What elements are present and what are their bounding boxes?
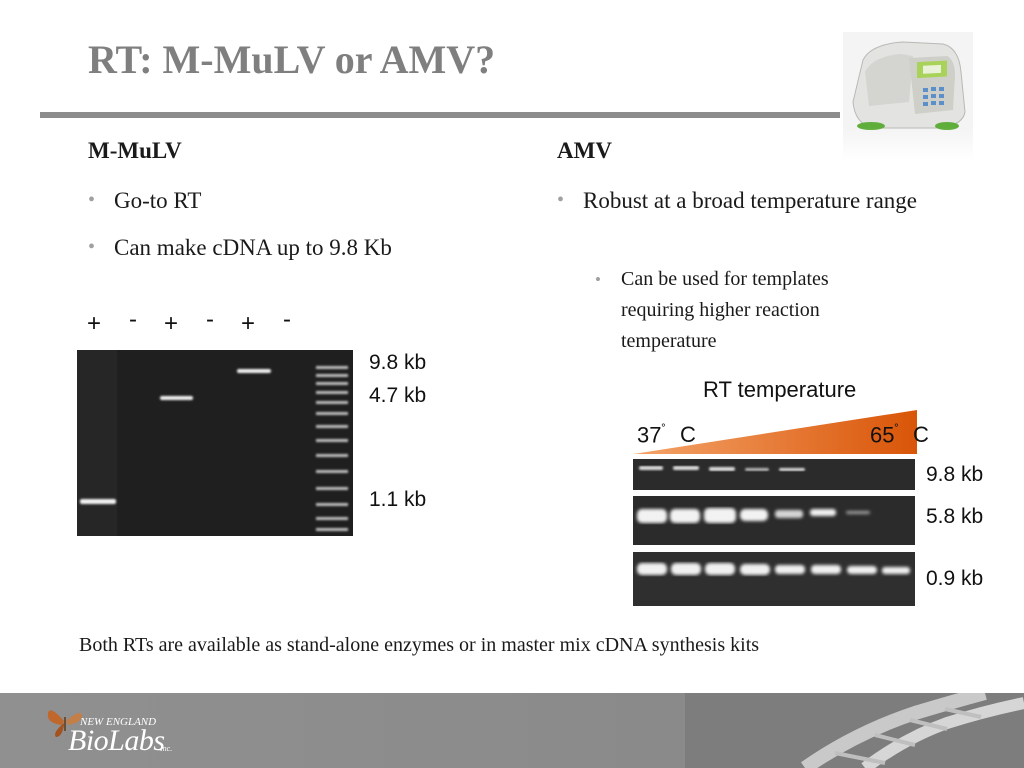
lane-sign: -	[206, 306, 214, 333]
mmulv-bullet: Can make cDNA up to 9.8 Kb	[88, 231, 508, 264]
lane-sign: +	[87, 310, 102, 337]
band-label: 9.8 kb	[926, 463, 984, 486]
mmulv-gel-image	[77, 350, 353, 536]
lane-sign: -	[283, 306, 291, 333]
amv-sub-bullet-list: Can be used for templates requiring high…	[595, 264, 885, 371]
mmulv-bullet: Go-to RT	[88, 184, 508, 217]
temp-low-label: 37˚ C	[637, 422, 696, 448]
title-underline	[40, 112, 840, 118]
amv-bullet: Robust at a broad temperature range	[557, 184, 937, 217]
footer-note: Both RTs are available as stand-alone en…	[79, 634, 760, 656]
temp-high-value: 65	[870, 422, 895, 448]
dna-helix-image	[685, 693, 1024, 768]
degree-symbol: ˚	[661, 422, 666, 437]
temperature-gradient-wedge	[633, 410, 917, 454]
amv-bullet-list: Robust at a broad temperature range	[557, 184, 937, 231]
amv-heading: AMV	[557, 138, 612, 163]
slide-title: RT: M-MuLV or AMV?	[88, 37, 496, 82]
amv-sub-bullet: Can be used for templates requiring high…	[595, 264, 885, 357]
temp-high-unit: C	[912, 422, 929, 448]
temp-low-value: 37	[637, 422, 662, 448]
band-label: 1.1 kb	[369, 488, 427, 511]
temp-low-unit: C	[679, 422, 696, 448]
thermocycler-image	[843, 32, 973, 160]
degree-symbol: ˚	[894, 422, 899, 437]
mmulv-heading: M-MuLV	[88, 138, 182, 163]
amv-gel-strip-9.8kb	[633, 459, 915, 490]
gradient-title: RT temperature	[703, 377, 857, 402]
amv-gel-strip-0.9kb	[633, 552, 915, 606]
band-label: 9.8 kb	[369, 351, 427, 374]
butterfly-logo-icon	[47, 710, 82, 737]
lane-sign: +	[164, 310, 179, 337]
lane-sign: +	[241, 310, 256, 337]
band-label: 0.9 kb	[926, 567, 984, 590]
mmulv-bullet-list: Go-to RT Can make cDNA up to 9.8 Kb	[88, 184, 508, 278]
logo-suffix: Inc.	[160, 744, 173, 753]
band-label: 4.7 kb	[369, 384, 427, 407]
band-label: 5.8 kb	[926, 505, 984, 528]
amv-gel-strip-5.8kb	[633, 496, 915, 545]
logo-company-line: NEW ENGLAND	[80, 716, 157, 728]
lane-sign: -	[129, 306, 137, 333]
logo-brand: BioLabs	[68, 724, 165, 757]
temp-high-label: 65˚ C	[870, 422, 929, 448]
